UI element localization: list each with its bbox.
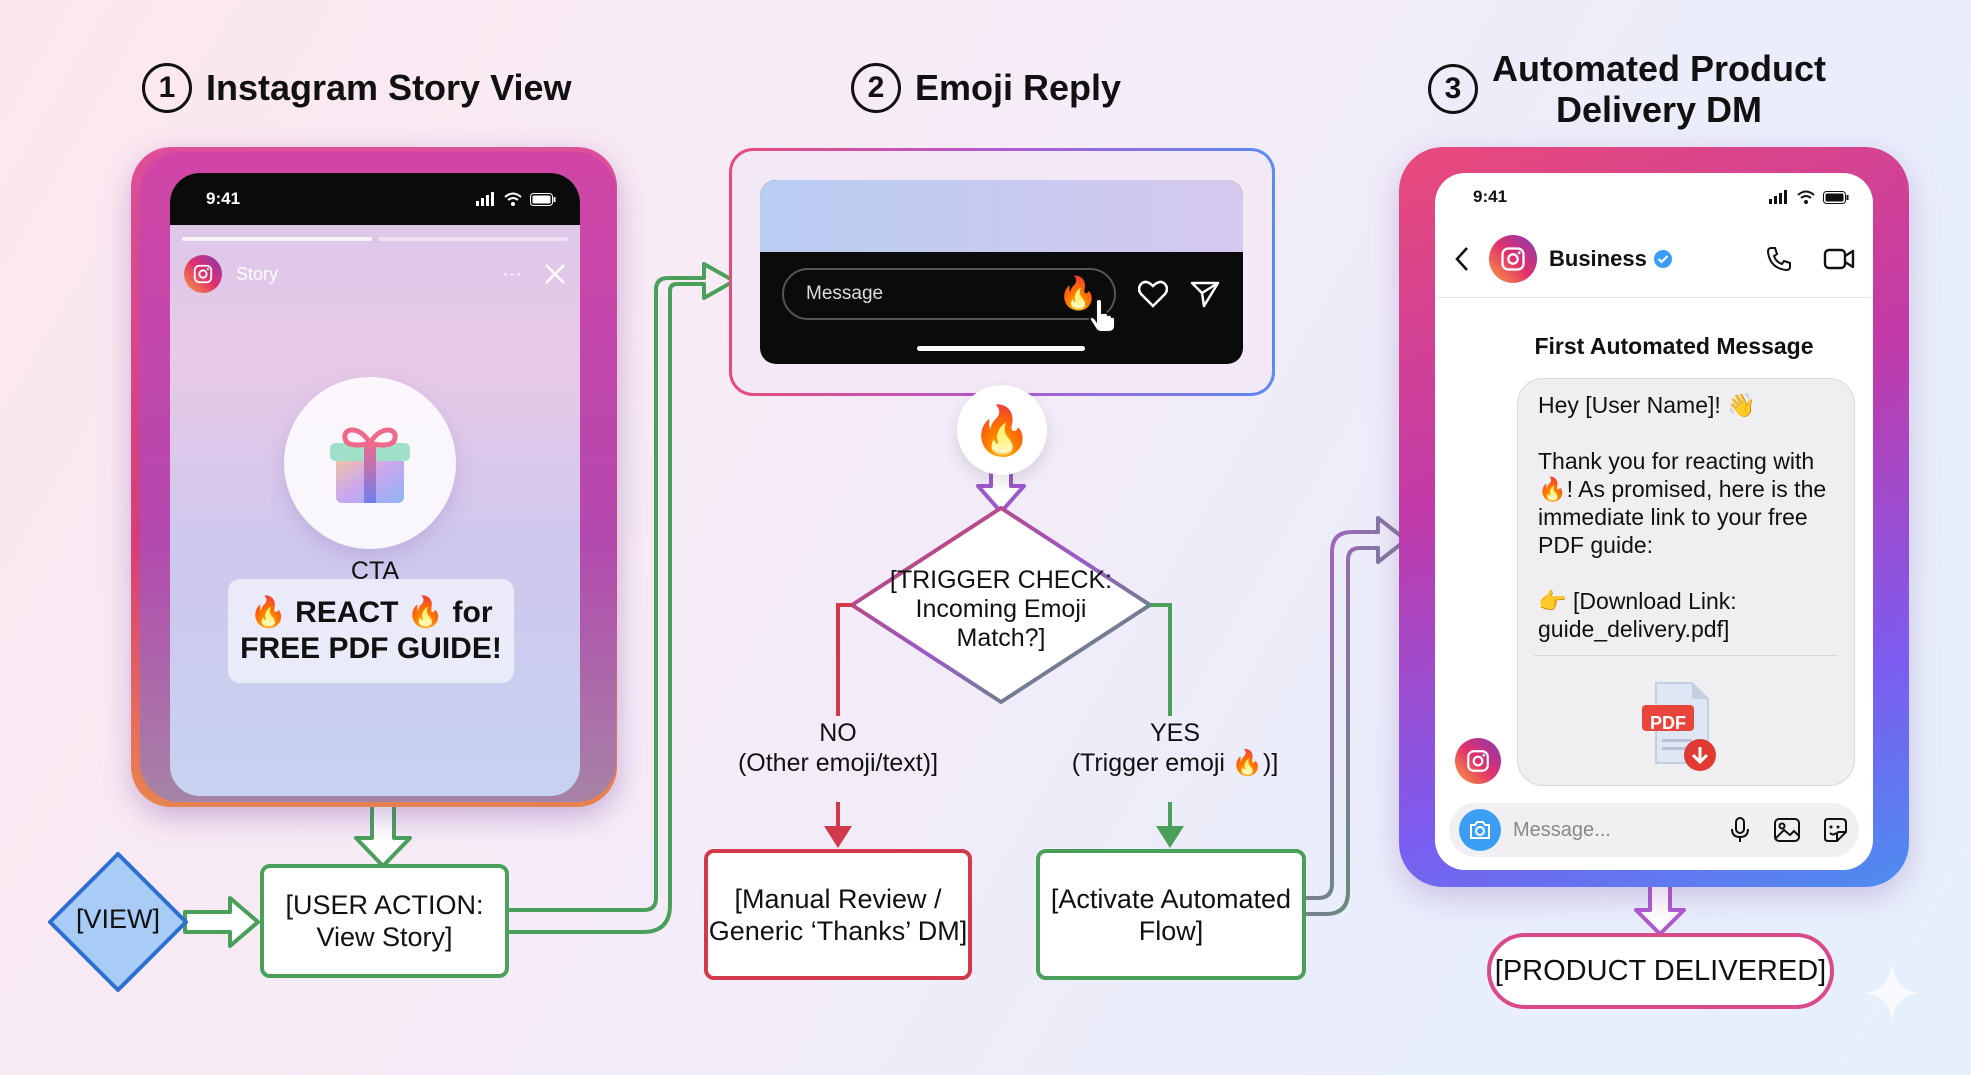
home-indicator [917,346,1085,351]
sparkle-icon [1864,965,1920,1021]
signal-icon [476,192,494,206]
story-account-label: Story [236,263,279,284]
user-action-box: [USER ACTION: View Story] [260,864,509,978]
message-placeholder: Message [806,283,884,304]
phone-call-icon[interactable] [1765,245,1793,273]
pointer-hand-icon [1088,298,1116,333]
gift-icon [330,427,410,503]
story-header: Story ··· [170,241,580,293]
arrow-view-to-action [183,896,260,948]
pdf-attachment-icon[interactable]: PDF [1640,677,1720,773]
back-chevron-icon[interactable] [1453,246,1471,272]
trigger-check-text: [TRIGGER CHECK: Incoming Emoji Match?] [889,566,1113,652]
battery-icon [530,192,556,206]
status-icons [476,192,556,206]
sticker-icon[interactable] [1821,816,1849,844]
arrow-yes-branch [1150,603,1172,826]
dm-status-time: 9:41 [1473,187,1508,206]
emoji-reaction-badge: 🔥 [957,385,1047,475]
pdf-label: PDF [1650,713,1686,733]
message-body: Thank you for reacting with 🔥! As promis… [1538,448,1827,558]
manual-review-box: [Manual Review / Generic ‘Thanks’ DM] [704,849,972,980]
step-1-number: 1 [142,63,192,113]
dm-screen: 9:41 Business First Automated Message He… [1435,173,1873,870]
dm-message-input[interactable]: Message... [1449,803,1859,857]
step-3-title: Automated Product Delivery DM [1492,48,1827,130]
gift-badge [284,377,456,549]
arrow-activate-to-dm [1305,516,1408,916]
verified-badge-icon [1653,250,1672,268]
video-call-icon[interactable] [1823,246,1855,272]
business-name[interactable]: Business [1549,246,1647,271]
story-status-time: 9:41 [206,189,241,208]
arrow-no-head [824,826,852,848]
step-1-title: Instagram Story View [206,67,572,108]
story-status-bar: 9:41 [170,173,580,225]
message-greeting: Hey [User Name]! 👋 [1538,392,1756,418]
close-icon[interactable] [544,263,566,285]
view-node-text: [VIEW] [75,904,160,934]
message-composer: Message 🔥 [760,180,1243,364]
story-progress [182,237,568,241]
step-3-heading: 3 Automated Product Delivery DM [1428,48,1826,130]
story-screen: 9:41 Story ··· CTA 🔥 REACT [170,173,580,796]
send-icon[interactable] [1190,280,1220,308]
chat-header: Business [1435,221,1873,298]
arrow-story-to-action [354,795,412,868]
progress-segment [378,237,568,241]
dm-status-icons [1769,190,1849,204]
trigger-check-diamond [850,506,1152,704]
step-1-heading: 1 Instagram Story View [142,63,571,113]
download-link[interactable]: 👉 [Download Link: guide_delivery.pdf] [1538,588,1737,642]
progress-segment [182,237,372,241]
product-delivered-pill: [PRODUCT DELIVERED] [1487,933,1834,1009]
arrow-no-branch [836,603,852,826]
view-diamond [48,852,188,992]
wifi-icon [504,192,522,206]
automated-message-bubble: Hey [User Name]! 👋 Thank you for reactin… [1517,378,1855,786]
step-2-title: Emoji Reply [915,67,1122,108]
activate-flow-box: [Activate Automated Flow] [1036,849,1306,980]
step-3-number: 3 [1428,64,1478,114]
business-avatar-icon[interactable] [1489,235,1537,283]
more-icon[interactable]: ··· [502,262,522,285]
microphone-icon[interactable] [1729,816,1751,844]
signal-icon [1769,190,1787,204]
image-icon[interactable] [1773,817,1801,843]
sender-avatar-icon [1455,738,1501,784]
cta-button[interactable]: 🔥 REACT 🔥 for FREE PDF GUIDE! [228,579,514,683]
dm-status-bar: 9:41 [1435,173,1873,221]
instagram-avatar-icon[interactable] [184,255,222,293]
yes-branch-label: YES (Trigger emoji 🔥)] [1071,719,1279,777]
step-2-number: 2 [851,63,901,113]
battery-icon [1823,190,1849,204]
arrow-emoji-to-trigger [976,468,1026,514]
arrow-yes-head [1156,826,1184,848]
dm-input-placeholder: Message... [1513,818,1611,841]
fire-emoji[interactable]: 🔥 [1058,275,1098,311]
heart-icon[interactable] [1138,280,1168,308]
message-input[interactable]: Message 🔥 [782,268,1116,333]
message-section-title: First Automated Message [1534,333,1814,359]
composer-preview [760,180,1243,252]
camera-icon[interactable] [1459,809,1501,851]
wifi-icon [1797,190,1815,204]
step-2-heading: 2 Emoji Reply [851,63,1121,113]
no-branch-label: NO (Other emoji/text)] [737,719,939,777]
